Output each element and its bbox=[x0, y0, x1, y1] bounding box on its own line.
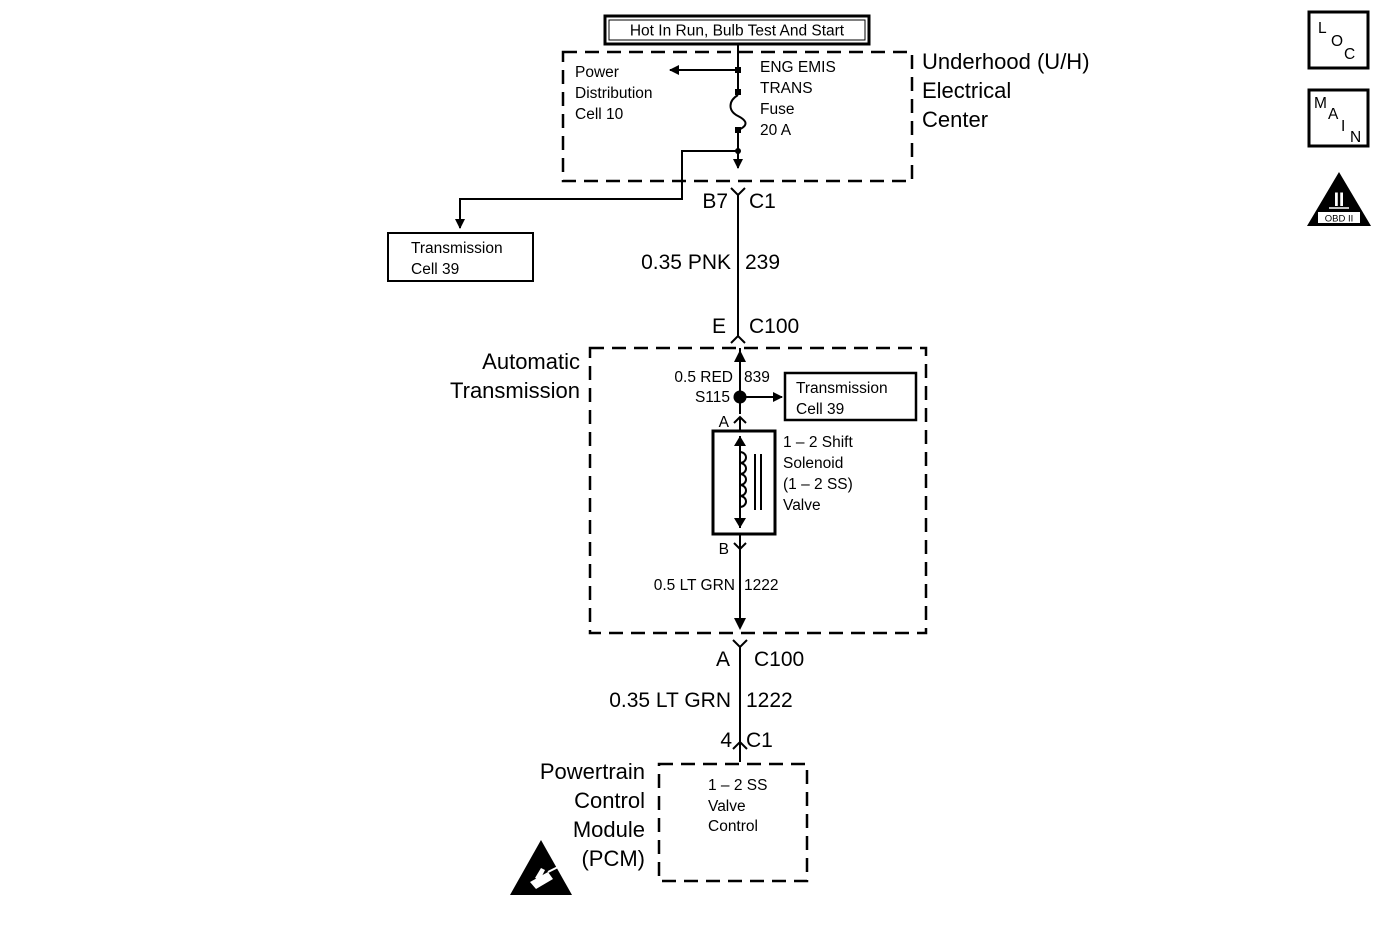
trans-ref-left-wire bbox=[455, 150, 738, 229]
main-letter-a: A bbox=[1328, 106, 1339, 123]
esd-warning-icon bbox=[510, 840, 572, 895]
trans-ref-right bbox=[783, 371, 918, 422]
solenoid-line-3: (1 – 2 SS) bbox=[783, 476, 853, 493]
trans-ref-left-line-2: Cell 39 bbox=[411, 261, 459, 278]
solenoid-coil bbox=[739, 451, 747, 508]
wire-1222: 0.35 LT GRN 1222 bbox=[609, 647, 793, 742]
bus-node bbox=[735, 67, 741, 73]
pcm-function-line-1: 1 – 2 SS bbox=[708, 777, 767, 794]
obd-label: OBD II bbox=[1325, 214, 1354, 225]
power-dist-line-1: Power bbox=[575, 64, 619, 81]
underhood-title-line-3: Center bbox=[922, 107, 988, 132]
loc-letter-l: L bbox=[1318, 20, 1327, 37]
power-dist-line-2: Distribution bbox=[575, 85, 653, 102]
loc-letter-c: C bbox=[1344, 46, 1355, 63]
wire-1222-inner-gauge: 0.5 LT GRN bbox=[654, 577, 735, 594]
main-letter-m: M bbox=[1314, 95, 1327, 112]
wire-839-circuit: 839 bbox=[744, 369, 770, 386]
wire-239-circuit: 239 bbox=[745, 251, 780, 274]
wire-239: 0.35 PNK 239 bbox=[641, 195, 780, 336]
loc-letter-o: O bbox=[1331, 33, 1343, 50]
wire-1222-gauge: 0.35 LT GRN bbox=[609, 689, 731, 712]
supply-label: Hot In Run, Bulb Test And Start bbox=[630, 23, 845, 40]
wire-1222-inner-circuit: 1222 bbox=[744, 577, 778, 594]
trans-ref-right-line-2: Cell 39 bbox=[796, 401, 844, 418]
c1-top-name: C1 bbox=[749, 190, 776, 213]
solenoid-line-1: 1 – 2 Shift bbox=[783, 434, 853, 451]
pcm-module: Powertrain Control Module (PCM) 1 – 2 SS… bbox=[510, 759, 809, 895]
connector-c100-bottom: A C100 bbox=[716, 639, 804, 671]
connector-c1-top: B7 C1 bbox=[702, 187, 776, 213]
fuse-line-1: ENG EMIS bbox=[760, 59, 836, 76]
c100-top-name: C100 bbox=[749, 315, 799, 338]
auto-trans-title-line-2: Transmission bbox=[450, 378, 580, 403]
solenoid-valve bbox=[711, 429, 777, 536]
fuse-line-2: TRANS bbox=[760, 80, 813, 97]
underhood-title-line-2: Electrical bbox=[922, 78, 1011, 103]
c1-bottom-pin: 4 bbox=[720, 729, 732, 752]
trans-ref-left: Transmission Cell 39 bbox=[387, 232, 534, 282]
pcm-title-line-1: Powertrain bbox=[540, 759, 645, 784]
connector-c100-top: E C100 bbox=[712, 315, 799, 344]
loc-icon[interactable]: L O C bbox=[1307, 10, 1370, 70]
wire-239-gauge: 0.35 PNK bbox=[641, 251, 731, 274]
underhood-electrical-center: Underhood (U/H) Electrical Center Power … bbox=[455, 44, 1090, 229]
solenoid-line-4: Valve bbox=[783, 497, 821, 514]
c1-bottom-name: C1 bbox=[746, 729, 773, 752]
pcm-title-line-3: Module bbox=[573, 817, 645, 842]
c100-bottom-pin: A bbox=[716, 648, 730, 671]
c100-top-pin: E bbox=[712, 315, 726, 338]
c1-top-pin: B7 bbox=[702, 190, 728, 213]
main-letter-i: I bbox=[1341, 118, 1345, 135]
pcm-title-line-4: (PCM) bbox=[581, 846, 645, 871]
pcm-function-line-3: Control bbox=[708, 818, 758, 835]
underhood-title-line-1: Underhood (U/H) bbox=[922, 49, 1090, 74]
supply-header: Hot In Run, Bulb Test And Start bbox=[603, 14, 871, 46]
pcm-title-line-2: Control bbox=[574, 788, 645, 813]
automatic-transmission: Automatic Transmission 0.5 RED 839 S115 … bbox=[450, 346, 928, 635]
splice-label: S115 bbox=[695, 389, 730, 406]
trans-ref-right-line-1: Transmission bbox=[796, 380, 888, 397]
pcm-function-line-2: Valve bbox=[708, 798, 746, 815]
main-icon[interactable]: M A I N bbox=[1307, 88, 1370, 148]
pin-b-label: B bbox=[719, 541, 729, 558]
wire-1222-circuit: 1222 bbox=[746, 689, 793, 712]
pin-a-label: A bbox=[719, 414, 730, 431]
solenoid-line-2: Solenoid bbox=[783, 455, 843, 472]
fuse-line-3: Fuse bbox=[760, 101, 794, 118]
c100-bottom-name: C100 bbox=[754, 648, 804, 671]
obd-ii-icon[interactable]: II OBD II bbox=[1307, 172, 1371, 226]
fuse-line-4: 20 A bbox=[760, 122, 792, 139]
connector-c1-bottom: 4 C1 bbox=[720, 729, 773, 762]
trans-ref-left-line-1: Transmission bbox=[411, 240, 503, 257]
splice-s115 bbox=[733, 390, 747, 404]
wire-839-gauge: 0.5 RED bbox=[674, 369, 733, 386]
auto-trans-title-line-1: Automatic bbox=[482, 349, 580, 374]
fuse-symbol bbox=[729, 94, 747, 131]
obd-numeral: II bbox=[1334, 190, 1345, 211]
power-dist-line-3: Cell 10 bbox=[575, 106, 624, 123]
main-letter-n: N bbox=[1350, 129, 1361, 146]
